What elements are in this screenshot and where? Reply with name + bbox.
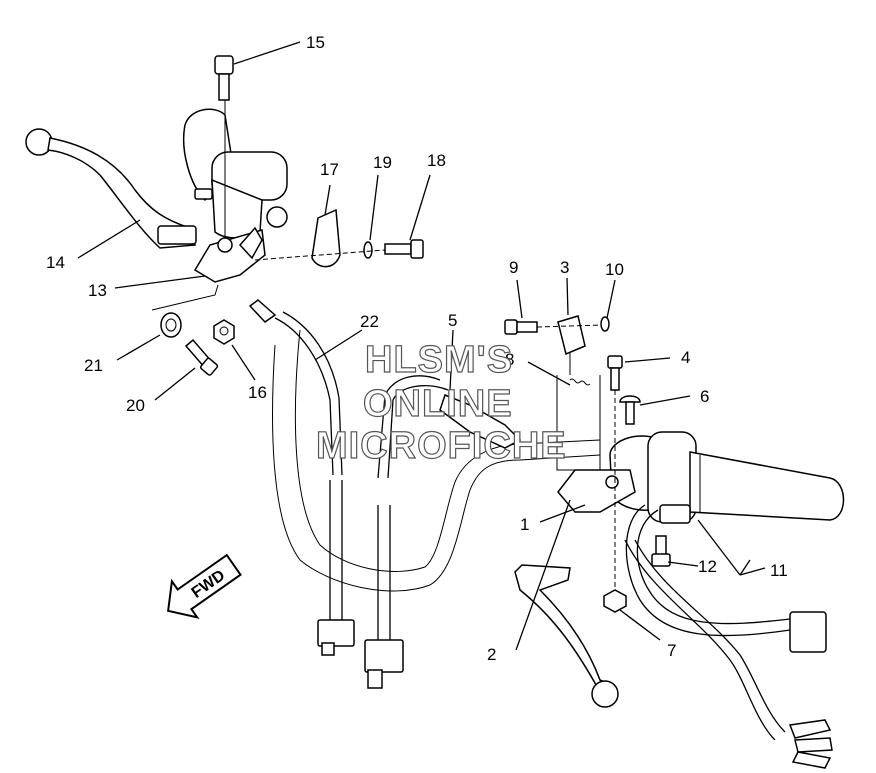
bolt-18 xyxy=(384,239,424,259)
lever-bracket xyxy=(193,226,266,283)
washer-10 xyxy=(600,316,610,332)
cable-22 xyxy=(248,299,355,656)
washer-19 xyxy=(363,241,373,259)
bolt-9 xyxy=(504,319,538,335)
callout-3: 3 xyxy=(560,258,569,277)
callout-14: 14 xyxy=(46,253,65,272)
handlebar-switch-grip xyxy=(609,431,845,524)
callout-9: 9 xyxy=(509,258,518,277)
bolt-12 xyxy=(651,535,671,567)
cable-5 xyxy=(364,375,522,689)
spring-8 xyxy=(556,352,601,471)
callout-5: 5 xyxy=(448,311,457,330)
bushing-21 xyxy=(160,312,182,338)
callout-4: 4 xyxy=(681,348,690,367)
screw-6 xyxy=(619,395,641,425)
watermark: HLSM'S ONLINE MICROFICHE xyxy=(315,338,567,467)
clamp-17 xyxy=(311,208,341,268)
bolt-20 xyxy=(184,338,219,376)
bolt-4 xyxy=(607,355,623,391)
watermark-line-3: MICROFICHE xyxy=(316,425,567,467)
switch-wiring xyxy=(624,504,833,769)
callout-19: 19 xyxy=(373,153,392,172)
callout-numbers: 1 2 3 4 5 6 7 8 9 10 11 12 13 14 15 16 1… xyxy=(46,33,788,664)
callout-16: 16 xyxy=(248,383,267,402)
block-dashed-guide xyxy=(536,324,601,328)
callout-8: 8 xyxy=(505,350,514,369)
bolt-15 xyxy=(214,55,234,101)
callout-7: 7 xyxy=(667,641,676,660)
leader-lines xyxy=(77,41,766,651)
callout-12: 12 xyxy=(698,557,717,576)
callout-18: 18 xyxy=(427,151,446,170)
callout-10: 10 xyxy=(605,260,624,279)
clutch-lever-2 xyxy=(514,564,619,708)
block-3 xyxy=(557,315,586,356)
callout-21: 21 xyxy=(84,356,103,375)
nut-7 xyxy=(603,589,627,613)
callout-2: 2 xyxy=(487,645,496,664)
clamp-dashed-guide xyxy=(254,249,386,261)
nut-16 xyxy=(213,319,235,345)
callout-13: 13 xyxy=(88,281,107,300)
watermark-line-2: ONLINE xyxy=(363,383,513,425)
callout-17: 17 xyxy=(320,160,339,179)
forward-arrow-icon: FWD xyxy=(167,553,242,619)
callout-20: 20 xyxy=(126,396,145,415)
lever-bracket-1 xyxy=(557,469,636,513)
callout-22: 22 xyxy=(360,312,379,331)
callout-11: 11 xyxy=(770,561,788,580)
bracket-dashed-guide xyxy=(151,284,219,311)
handlebar-outline xyxy=(272,329,601,592)
callout-6: 6 xyxy=(700,387,709,406)
callout-1: 1 xyxy=(520,515,529,534)
master-cylinder xyxy=(182,65,288,250)
watermark-line-1: HLSM'S xyxy=(365,339,513,381)
callout-15: 15 xyxy=(306,33,325,52)
front-brake-lever xyxy=(25,128,197,249)
